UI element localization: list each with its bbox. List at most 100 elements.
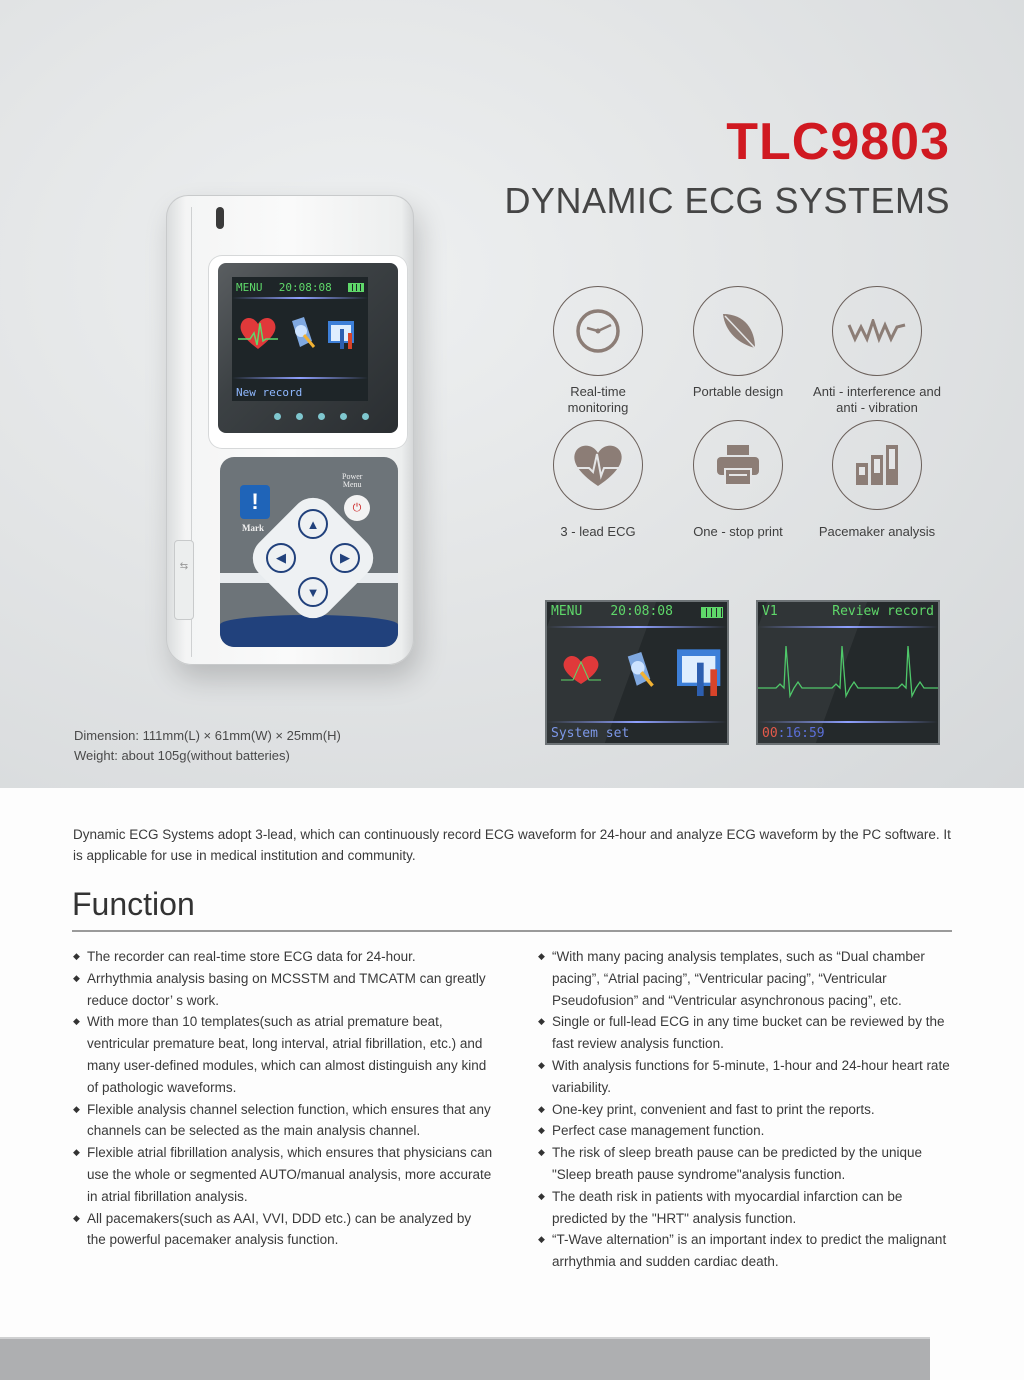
feature-label: monitoring — [567, 400, 629, 415]
mini-bottom-label: System set — [551, 726, 630, 741]
lcd-divider — [232, 297, 368, 299]
feature-label: Pacemaker analysis — [818, 524, 936, 539]
battery-full-icon — [347, 283, 364, 292]
feature-portable-design: Portable design — [658, 286, 818, 400]
arrow-right-icon: ▶ — [340, 550, 350, 565]
feature-3-lead-ecg: 3 - lead ECG — [518, 420, 678, 540]
function-list-left: The recorder can real-time store ECG dat… — [73, 946, 493, 1251]
function-item: Single or full-lead ECG in any time buck… — [538, 1011, 958, 1055]
function-item: The risk of sleep breath pause can be pr… — [538, 1142, 958, 1186]
page-dot — [318, 413, 325, 420]
mark-label: Mark — [242, 523, 264, 533]
feature-label: Anti - interference and — [813, 384, 941, 399]
mini-status-bar: V1 Review record — [762, 604, 934, 619]
timer-hours: 00 — [762, 726, 778, 741]
function-item: With more than 10 templates(such as atri… — [73, 1011, 493, 1098]
review-record-label: Review record — [832, 604, 934, 619]
power-label-line1: Power — [342, 472, 363, 481]
mini-status-bar: MENU 20:08:08 — [551, 604, 723, 619]
up-button[interactable]: ▲ — [298, 509, 328, 539]
intro-paragraph: Dynamic ECG Systems adopt 3-lead, which … — [73, 827, 951, 863]
function-item: “T-Wave alternation” is an important ind… — [538, 1229, 958, 1273]
page-indicator-dots — [274, 413, 369, 420]
feature-realtime-monitoring: Real-time monitoring — [518, 286, 678, 416]
keypad-navy-strip — [220, 615, 398, 647]
right-button[interactable]: ▶ — [330, 543, 360, 573]
mini-time: 20:08:08 — [610, 604, 673, 619]
analysis-icon — [288, 317, 316, 353]
arrow-up-icon: ▲ — [306, 516, 320, 532]
device-side-edge — [176, 207, 192, 657]
menu-screen-preview: MENU 20:08:08 System set — [545, 600, 729, 745]
feature-one-stop-print: One - stop print — [658, 420, 818, 540]
device-specs: Dimension: 111mm(L) × 61mm(W) × 25mm(H) … — [74, 726, 341, 766]
lcd-menu-label: MENU — [236, 281, 263, 294]
power-icon: ⏻ — [352, 502, 362, 514]
left-button[interactable]: ◀ — [266, 543, 296, 573]
function-item: Arrhythmia analysis basing on MCSSTM and… — [73, 968, 493, 1012]
page-dot — [362, 413, 369, 420]
settings-tools-icon — [328, 319, 358, 353]
screen-bezel: MENU 20:08:08 New record — [208, 255, 408, 449]
mini-menu-label: MENU — [551, 604, 583, 619]
review-timer: 00:16:59 — [762, 726, 825, 741]
device-clip — [216, 207, 224, 229]
function-heading: Function — [72, 886, 195, 922]
function-item: One-key print, convenient and fast to pr… — [538, 1099, 958, 1121]
page-dot — [274, 413, 281, 420]
feature-anti-interference: Anti - interference and anti - vibration — [797, 286, 957, 416]
lcd-time: 20:08:08 — [278, 281, 332, 294]
function-item: Flexible analysis channel selection func… — [73, 1099, 493, 1143]
analysis-icon — [621, 652, 657, 692]
function-item: Perfect case management function. — [538, 1120, 958, 1142]
down-button[interactable]: ▼ — [298, 577, 328, 607]
heart-ecg-icon — [238, 315, 278, 355]
lcd-status-bar: MENU 20:08:08 — [236, 281, 364, 294]
bar-chart-icon — [832, 420, 922, 510]
mark-button[interactable]: ! — [240, 485, 270, 519]
page-dot — [340, 413, 347, 420]
function-item: “With many pacing analysis templates, su… — [538, 946, 958, 1011]
device-screen: MENU 20:08:08 New record — [218, 263, 398, 433]
function-list-right: “With many pacing analysis templates, su… — [538, 946, 958, 1273]
function-item: With analysis functions for 5-minute, 1-… — [538, 1055, 958, 1099]
ecg-waveform — [758, 645, 938, 699]
heart-ecg-icon — [553, 420, 643, 510]
battery-full-icon — [701, 607, 723, 618]
dimension-text: Dimension: 111mm(L) × 61mm(W) × 25mm(H) — [74, 728, 341, 743]
weight-text: Weight: about 105g(without batteries) — [74, 748, 290, 763]
ecg-recorder-device: MENU 20:08:08 New record — [166, 195, 414, 665]
lcd-bottom-label: New record — [236, 386, 303, 399]
footer-bar — [0, 1337, 930, 1380]
feature-label: anti - vibration — [836, 400, 918, 415]
mini-divider — [547, 626, 727, 628]
function-item: The recorder can real-time store ECG dat… — [73, 946, 493, 968]
power-menu-button[interactable]: ⏻ — [344, 495, 370, 521]
function-item: All pacemakers(such as AAI, VVI, DDD etc… — [73, 1208, 493, 1252]
feather-icon — [693, 286, 783, 376]
product-subtitle: DYNAMIC ECG SYSTEMS — [504, 180, 950, 221]
keypad-panel: ! Mark Power Menu ⏻ ▲ ◀ ▶ ▼ — [220, 457, 398, 647]
mini-divider — [758, 626, 938, 628]
usb-port: ⇆ — [174, 540, 194, 620]
mini-divider-bottom — [547, 721, 727, 723]
usb-icon: ⇆ — [179, 561, 189, 572]
arrow-left-icon: ◀ — [276, 550, 286, 565]
printer-icon — [693, 420, 783, 510]
feature-label: Real-time — [570, 384, 626, 399]
model-title: TLC9803 — [726, 113, 950, 171]
power-label-line2: Menu — [342, 480, 362, 489]
function-item: The death risk in patients with myocardi… — [538, 1186, 958, 1230]
heart-ecg-icon — [561, 654, 601, 690]
arrow-down-icon: ▼ — [306, 584, 320, 600]
mini-divider-bottom — [758, 721, 938, 723]
function-divider — [72, 930, 952, 932]
review-screen-preview: V1 Review record 00:16:59 — [756, 600, 940, 745]
lcd-display: MENU 20:08:08 New record — [232, 277, 368, 401]
power-menu-label: Power Menu — [342, 473, 362, 489]
lead-label: V1 — [762, 604, 778, 619]
clock-icon — [553, 286, 643, 376]
hero-section: TLC9803 DYNAMIC ECG SYSTEMS MENU 20:08:0… — [0, 0, 1024, 788]
feature-pacemaker-analysis: Pacemaker analysis — [797, 420, 957, 540]
feature-label: Portable design — [692, 384, 784, 399]
